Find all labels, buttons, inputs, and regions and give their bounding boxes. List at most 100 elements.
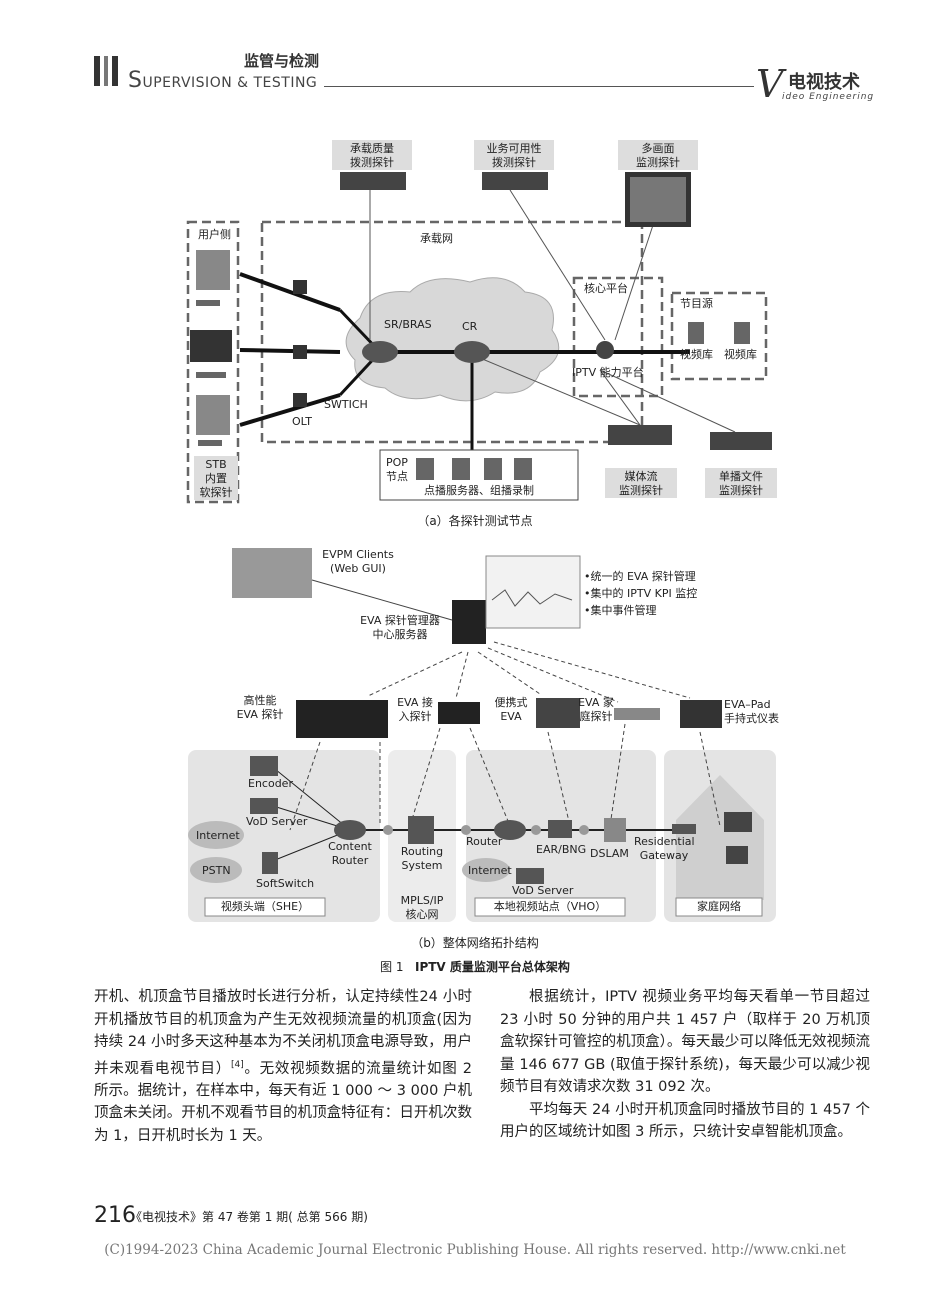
probe-line-5	[599, 369, 641, 426]
olt-label: OLT	[292, 415, 312, 428]
pstn-cloud	[190, 857, 242, 883]
sr-bras-router	[362, 341, 398, 363]
left-paragraph: 开机、机顶盒节目播放时长进行分析，认定持续性24 小时开机播放节目的机顶盒为产生…	[94, 986, 472, 1147]
probe-line-4	[479, 357, 641, 426]
availability-probe-label-bg	[474, 140, 554, 170]
bearer-net-region	[260, 220, 644, 444]
dash-server-home	[487, 647, 619, 703]
media-probe-label-bg	[605, 468, 677, 498]
user-side-region	[186, 220, 240, 504]
home-probe-device	[614, 708, 660, 720]
unicast-probe-label-bg	[705, 468, 777, 498]
video-lib-server-2	[734, 322, 750, 344]
home-probe-label-1: EVA 家	[578, 696, 614, 709]
hp-probe-label-2: EVA 探针	[236, 708, 284, 721]
media-probe-label: 媒体流监测探针	[605, 470, 677, 498]
zone-she-label-bg	[204, 897, 326, 917]
stb-probe-label-2: 内置	[205, 472, 227, 485]
residential-gw-node	[672, 824, 696, 834]
access-probe-label-2: 入探针	[398, 710, 432, 723]
routing-system-label-1: Routing	[400, 845, 444, 858]
header-logo-bars	[94, 56, 118, 86]
header-rule	[324, 86, 754, 87]
zone-home-label-bg	[675, 897, 763, 917]
eva-features-list: •统一的 EVA 探针管理•集中的 IPTV KPI 监控•集中事件管理	[584, 568, 697, 619]
pop-server-3	[484, 458, 502, 480]
program-source-region	[670, 291, 768, 381]
unicast-probe-label-1: 单播文件	[719, 470, 763, 483]
section-title-en: SUPERVISION & TESTING	[128, 68, 317, 93]
internet-cloud-2	[462, 858, 510, 882]
section-title-rest: UPERVISION & TESTING	[142, 75, 318, 91]
link-user-1	[239, 272, 341, 312]
edge-switch-2	[293, 345, 307, 359]
eva-central-server	[452, 600, 486, 644]
dash-server-hp	[367, 651, 463, 697]
journal-logo-cn: 电视技术	[788, 72, 860, 93]
availability-probe-device	[482, 172, 548, 190]
journal-logo-en: ideo Engineering	[782, 92, 875, 102]
vod-servers-label: 点播服务器、组播录制	[424, 484, 534, 497]
stb-device	[196, 372, 226, 378]
video-lib-label-2: 视频库	[724, 348, 757, 361]
figure-number: 图 1	[380, 960, 404, 974]
access-probe-device	[438, 702, 480, 724]
figure-title: IPTV 质量监测平台总体架构	[414, 960, 570, 974]
evpm-clients-label-2: (Web GUI)	[330, 562, 386, 575]
internet-label-1: Internet	[196, 829, 240, 842]
pop-server-2	[452, 458, 470, 480]
modem-2	[198, 440, 222, 446]
zone-core-label-2: 核心网	[405, 908, 439, 921]
eva-feature-3: •集中事件管理	[584, 604, 657, 617]
dash-pad-home	[699, 731, 721, 827]
house-shape	[676, 775, 764, 900]
multiscreen-probe-label-1: 多画面	[641, 142, 675, 155]
video-lib-server-1	[688, 322, 704, 344]
user-side-label: 用户侧	[198, 228, 231, 241]
link-encoder	[269, 764, 351, 831]
multiscreen-probe-label: 多画面监测探针	[618, 142, 698, 170]
right-column: 根据统计，IPTV 视频业务平均每天看单一节目超过 23 小时 50 分钟的用户…	[500, 986, 870, 1144]
iptv-platform-label: IPTV 能力平台	[572, 366, 644, 379]
left-column-text: 开机、机顶盒节目播放时长进行分析，认定持续性24 小时开机播放节目的机顶盒为产生…	[94, 989, 472, 1077]
left-column: 开机、机顶盒节目播放时长进行分析，认定持续性24 小时开机播放节目的机顶盒为产生…	[94, 986, 472, 1147]
pc-device-1	[196, 250, 230, 290]
routing-system-label-2: System	[401, 859, 443, 872]
unicast-probe-device	[710, 432, 772, 450]
dash-access-vho	[469, 727, 511, 827]
portable-eva-label-1: 便携式	[494, 696, 528, 709]
multiscreen-grid	[630, 177, 686, 222]
switch-label: SWTICH	[324, 398, 368, 411]
routing-system-node	[408, 816, 434, 844]
eva-server-label-2: 中心服务器	[372, 628, 428, 641]
zone-home-label: 家庭网络	[697, 900, 741, 913]
probe-line-6	[599, 369, 736, 433]
dash-server-access	[455, 651, 469, 699]
dash-server-pad	[493, 641, 691, 699]
vod-server-node-1	[250, 798, 278, 814]
softswitch-node	[262, 852, 278, 874]
multiscreen-probe-label-2: 监测探针	[636, 156, 680, 169]
unicast-probe-label: 单播文件监测探针	[705, 470, 777, 498]
access-probe-label-1: EVA 接	[397, 696, 433, 709]
evpm-clients-people	[232, 548, 312, 598]
media-probe-label-1: 媒体流	[624, 470, 658, 483]
dash-access-core	[409, 727, 441, 827]
core-platform-region	[572, 276, 664, 398]
zone-core-label-1: MPLS/IP	[400, 894, 444, 907]
dash-home-dslam	[609, 723, 626, 827]
vho-router-node	[494, 820, 526, 840]
left-column-text-rest: 。无效视频数据的流量统计如图 2 所示。据统计，在样本中，每天有近 1 000 …	[94, 1060, 472, 1144]
cr-label: CR	[462, 320, 478, 333]
pop-server-1	[416, 458, 434, 480]
eva-feature-2: •集中的 IPTV KPI 监控	[584, 587, 698, 600]
right-paragraph-1: 根据统计，IPTV 视频业务平均每天看单一节目超过 23 小时 50 分钟的用户…	[500, 989, 870, 1095]
zone-vho-label-bg	[474, 897, 626, 917]
